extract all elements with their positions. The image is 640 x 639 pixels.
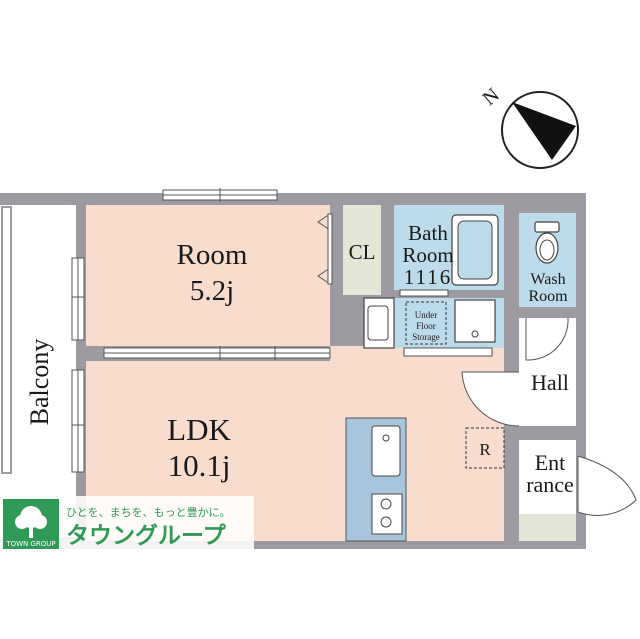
balcony-wall [0,193,80,205]
wash-label-2: Room [528,288,568,305]
entrance-step [519,514,576,541]
washer-space [454,299,496,343]
hall-door [461,371,520,427]
balcony-area [0,193,76,549]
ldk-size: 10.1j [168,448,231,483]
closet-label: CL [349,240,376,264]
storage-label-2: Floor [416,321,436,331]
bath-code: 1116 [404,265,452,289]
entrance-label-1: Ent [535,450,566,475]
compass-north-label: N [479,84,504,110]
refrigerator-space [465,427,505,469]
closet-door [317,213,331,231]
tree-icon [15,506,47,538]
brand-logo-caption: TOWN GROUP [5,540,55,548]
closet-area [343,205,381,295]
toilet-door [525,317,569,361]
hall-label: Hall [531,370,569,395]
entrance-label-2: rance [526,472,574,497]
entrance-area [519,440,576,514]
storage-label-3: Storage [412,332,440,342]
room-area [86,205,330,346]
brand-tagline: ひとを、まちを、もっと豊かに。 [66,506,231,519]
brand-name: タウングループ [66,522,227,549]
room-size: 5.2j [190,275,234,307]
refrigerator-label: R [479,440,491,459]
balcony-rail [1,206,12,474]
ldk-name: LDK [167,412,231,447]
stove-icon [371,493,403,535]
balcony-label: Balcony [25,339,54,426]
compass-icon [501,91,579,169]
entrance-door[interactable] [577,455,637,516]
sink [371,425,401,477]
toilet-icon [534,221,560,264]
bath-label-1: Bath [408,221,448,245]
storage-label-1: Under [415,310,438,320]
wash-label-1: Wash [530,271,565,288]
bath-door [399,289,449,297]
bath-label-2: Room [402,243,453,267]
room-name: Room [177,239,248,271]
under-floor-storage [405,301,447,345]
